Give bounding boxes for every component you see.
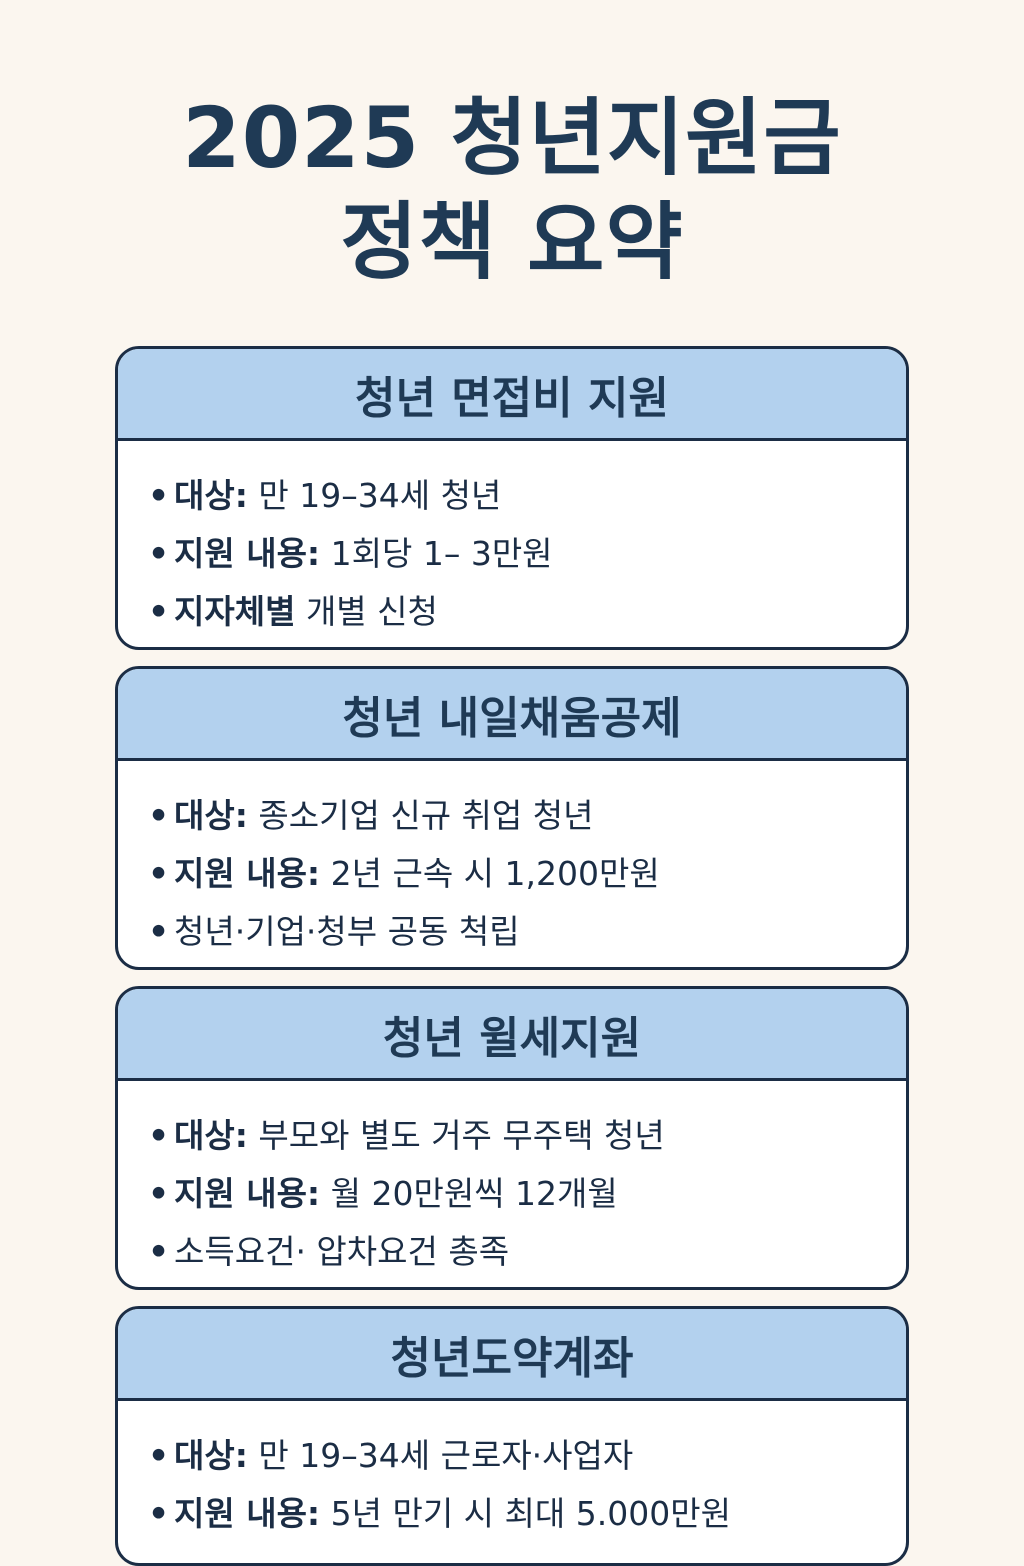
card-title: 청년 윌세지원: [382, 1012, 642, 1064]
card-header: 청년 윌세지원: [118, 989, 906, 1081]
bullet-icon: •: [148, 854, 170, 893]
item-label: 지자체별: [174, 592, 296, 631]
item-text: 월 20만원씩 12개월: [320, 1174, 618, 1213]
item-text: 소득요건· 압차요건 총족: [174, 1232, 510, 1271]
policy-card-interview-cost: 청년 면접비 지원 •대상: 만 19–34세 청년 •지원 내용: 1회당 1…: [115, 346, 909, 650]
item-label: 지원 내용:: [174, 854, 321, 893]
policy-card-tomorrow-fund: 청년 내일채움공제 •대상: 종소기업 신규 취업 청년 •지원 내용: 2년 …: [115, 666, 909, 970]
item-text: 개별 신청: [295, 592, 438, 631]
item-label: 지원 내용:: [174, 534, 321, 573]
page-title-line-2: 정책 요약: [340, 193, 684, 291]
bullet-icon: •: [148, 1494, 170, 1533]
card-title: 청년 내일채움공제: [342, 692, 682, 744]
policy-card-leap-account: 청년도약계좌 •대상: 만 19–34세 근로자·사업자 •지원 내용: 5년 …: [115, 1306, 909, 1566]
item-label: 대상:: [174, 796, 248, 835]
card-item-list: •대상: 만 19–34세 근로자·사업자 •지원 내용: 5년 만기 시 최대…: [118, 1401, 906, 1543]
item-text: 5년 만기 시 최대 5.000만원: [320, 1494, 731, 1533]
card-item-list: •대상: 종소기업 신규 취업 청년 •지원 내용: 2년 근속 시 1,200…: [118, 761, 906, 961]
bullet-icon: •: [148, 1116, 170, 1155]
list-item: •대상: 종소기업 신규 취업 청년: [148, 787, 906, 845]
list-item: •지원 내용: 월 20만원씩 12개월: [148, 1165, 906, 1223]
card-item-list: •대상: 부모와 별도 거주 무주택 청년 •지원 내용: 월 20만원씩 12…: [118, 1081, 906, 1281]
card-item-list: •대상: 만 19–34세 청년 •지원 내용: 1회당 1– 3만원 •지자체…: [118, 441, 906, 641]
bullet-icon: •: [148, 534, 170, 573]
item-text: 청년·기업·청부 공동 척립: [174, 912, 520, 951]
item-text: 부모와 별도 거주 무주택 청년: [247, 1116, 665, 1155]
bullet-icon: •: [148, 912, 170, 951]
card-header: 청년 면접비 지원: [118, 349, 906, 441]
list-item: •지원 내용: 2년 근속 시 1,200만원: [148, 845, 906, 903]
bullet-icon: •: [148, 1174, 170, 1213]
bullet-icon: •: [148, 476, 170, 515]
card-title: 청년도약계좌: [390, 1332, 634, 1384]
item-text: 1회당 1– 3만원: [320, 534, 553, 573]
list-item: •대상: 만 19–34세 청년: [148, 467, 906, 525]
bullet-icon: •: [148, 796, 170, 835]
page-title-line-1: 2025 청년지원금: [182, 89, 842, 187]
item-text: 종소기업 신규 취업 청년: [247, 796, 594, 835]
item-label: 대상:: [174, 1436, 248, 1475]
card-title: 청년 면접비 지원: [355, 372, 669, 424]
card-header: 청년도약계좌: [118, 1309, 906, 1401]
item-label: 대상:: [174, 476, 248, 515]
bullet-icon: •: [148, 1232, 170, 1271]
list-item: •지원 내용: 1회당 1– 3만원: [148, 525, 906, 583]
bullet-icon: •: [148, 592, 170, 631]
list-item: •청년·기업·청부 공동 척립: [148, 903, 906, 961]
bullet-icon: •: [148, 1436, 170, 1475]
item-text: 만 19–34세 근로자·사업자: [247, 1436, 634, 1475]
item-label: 지원 내용:: [174, 1494, 321, 1533]
page-title: 2025 청년지원금 정책 요약: [0, 86, 1024, 294]
policy-card-rent-support: 청년 윌세지원 •대상: 부모와 별도 거주 무주택 청년 •지원 내용: 월 …: [115, 986, 909, 1290]
item-label: 지원 내용:: [174, 1174, 321, 1213]
item-text: 2년 근속 시 1,200만원: [320, 854, 660, 893]
list-item: •대상: 부모와 별도 거주 무주택 청년: [148, 1107, 906, 1165]
item-label: 대상:: [174, 1116, 248, 1155]
card-header: 청년 내일채움공제: [118, 669, 906, 761]
item-text: 만 19–34세 청년: [247, 476, 502, 515]
list-item: •소득요건· 압차요건 총족: [148, 1223, 906, 1281]
list-item: •지자체별 개별 신청: [148, 583, 906, 641]
list-item: •대상: 만 19–34세 근로자·사업자: [148, 1427, 906, 1485]
list-item: •지원 내용: 5년 만기 시 최대 5.000만원: [148, 1485, 906, 1543]
